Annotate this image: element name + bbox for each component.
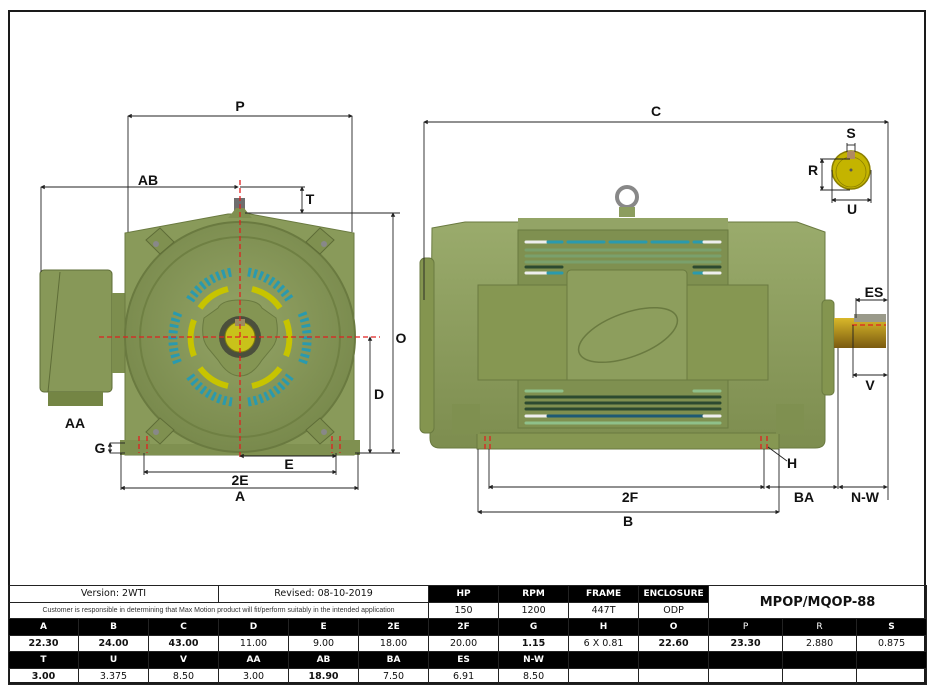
dim-value-o: 22.60: [638, 634, 710, 652]
dim-value-ba: 7.50: [358, 667, 430, 685]
rpm-header: RPM: [498, 585, 570, 603]
info-row-2: Customer is responsible in determining t…: [7, 601, 927, 619]
dim-label-ab: AB: [137, 172, 159, 188]
dim-label-e: E: [284, 456, 294, 472]
dim-label-es: ES: [864, 284, 884, 300]
dim-label-nw: N-W: [851, 489, 879, 505]
dim-header-ba: BA: [358, 651, 430, 669]
dim-label-v: V: [865, 377, 875, 393]
dim-header-d: D: [218, 618, 290, 636]
enclosure-value: ODP: [638, 601, 710, 619]
dim-value-empty: [856, 667, 928, 685]
side-view: [419, 119, 889, 515]
dim-header-row-1: A B C D E 2E 2F G H O P R S: [8, 618, 928, 636]
dim-header-ab: AB: [288, 651, 360, 669]
dim-header-nw: N-W: [498, 651, 570, 669]
dim-label-aa: AA: [64, 415, 86, 431]
version-cell: Version: 2WTI: [7, 585, 220, 603]
dim-value-empty: [638, 667, 710, 685]
dim-value-t: 3.00: [8, 667, 79, 685]
dim-label-s: S: [846, 125, 856, 141]
dim-value-r: 2.880: [782, 634, 858, 652]
revised-cell: Revised: 08-10-2019: [218, 585, 430, 603]
dim-header-aa: AA: [218, 651, 290, 669]
dim-header-v: V: [147, 651, 220, 669]
dim-header-o: O: [638, 618, 710, 636]
dim-header-empty: [856, 651, 928, 669]
dim-value-row-1: 22.30 24.00 43.00 11.00 9.00 18.00 20.00…: [8, 634, 928, 652]
info-row-1: Version: 2WTI Revised: 08-10-2019 HP RPM…: [7, 585, 928, 619]
dim-label-h: H: [786, 455, 798, 471]
conduit-box: [39, 269, 126, 406]
dim-value-2e: 18.00: [358, 634, 430, 652]
dim-value-empty: [708, 667, 784, 685]
dim-value-a: 22.30: [8, 634, 79, 652]
dim-value-nw: 8.50: [498, 667, 570, 685]
dim-header-row-2: T U V AA AB BA ES N-W: [8, 651, 928, 669]
dim-value-row-2: 3.00 3.375 8.50 3.00 18.90 7.50 6.91 8.5…: [8, 667, 928, 685]
dim-label-r: R: [807, 162, 819, 178]
dim-header-t: T: [8, 651, 79, 669]
dim-header-empty: [782, 651, 858, 669]
dim-value-h: 6 X 0.81: [568, 634, 640, 652]
dim-header-empty: [568, 651, 640, 669]
motor-dimension-drawing: [39, 113, 889, 515]
dim-header-empty: [638, 651, 710, 669]
hp-header: HP: [428, 585, 500, 603]
dim-label-d: D: [373, 386, 385, 402]
dim-label-2f: 2F: [621, 489, 639, 505]
dim-value-p: 23.30: [708, 634, 784, 652]
dim-header-r: R: [782, 618, 858, 636]
dim-header-e: E: [288, 618, 360, 636]
dim-header-u: U: [78, 651, 149, 669]
frame-value: 447T: [568, 601, 640, 619]
dim-label-o: O: [395, 330, 407, 346]
dim-value-es: 6.91: [428, 667, 500, 685]
dim-header-c: C: [147, 618, 220, 636]
dim-label-t: T: [305, 191, 315, 207]
rpm-value: 1200: [498, 601, 570, 619]
dim-header-s: S: [856, 618, 928, 636]
dim-value-u: 3.375: [78, 667, 149, 685]
dim-header-a: A: [8, 618, 79, 636]
dim-label-a: A: [234, 488, 246, 504]
dim-value-empty: [782, 667, 858, 685]
dim-value-s: 0.875: [856, 634, 928, 652]
spec-table: Version: 2WTI Revised: 08-10-2019 HP RPM…: [7, 585, 928, 685]
dim-value-ab: 18.90: [288, 667, 360, 685]
dim-value-aa: 3.00: [218, 667, 290, 685]
dim-header-2f: 2F: [428, 618, 500, 636]
dim-value-g: 1.15: [498, 634, 570, 652]
enclosure-header: ENCLOSURE: [638, 585, 710, 603]
shaft-end-view: [831, 150, 871, 190]
model-number: MPOP/MQOP-88: [708, 585, 928, 619]
dim-header-empty: [708, 651, 784, 669]
dim-label-p: P: [235, 98, 245, 114]
dim-label-u: U: [846, 201, 858, 217]
dim-header-2e: 2E: [358, 618, 430, 636]
front-view: [39, 113, 400, 491]
dim-label-c: C: [650, 103, 662, 119]
dim-value-e: 9.00: [288, 634, 360, 652]
dim-value-v: 8.50: [147, 667, 220, 685]
dim-label-g: G: [94, 440, 106, 456]
dim-value-d: 11.00: [218, 634, 290, 652]
dim-header-b: B: [78, 618, 149, 636]
dim-label-b: B: [622, 513, 634, 529]
dim-header-p: P: [708, 618, 784, 636]
dim-label-2e: 2E: [231, 472, 249, 488]
dim-value-b: 24.00: [78, 634, 149, 652]
disclaimer: Customer is responsible in determining t…: [7, 601, 430, 619]
dim-value-c: 43.00: [147, 634, 220, 652]
dim-value-2f: 20.00: [428, 634, 500, 652]
dim-value-empty: [568, 667, 640, 685]
dim-label-ba: BA: [793, 489, 815, 505]
frame-header: FRAME: [568, 585, 640, 603]
dim-header-h: H: [568, 618, 640, 636]
hp-value: 150: [428, 601, 500, 619]
dim-header-g: G: [498, 618, 570, 636]
dim-header-es: ES: [428, 651, 500, 669]
